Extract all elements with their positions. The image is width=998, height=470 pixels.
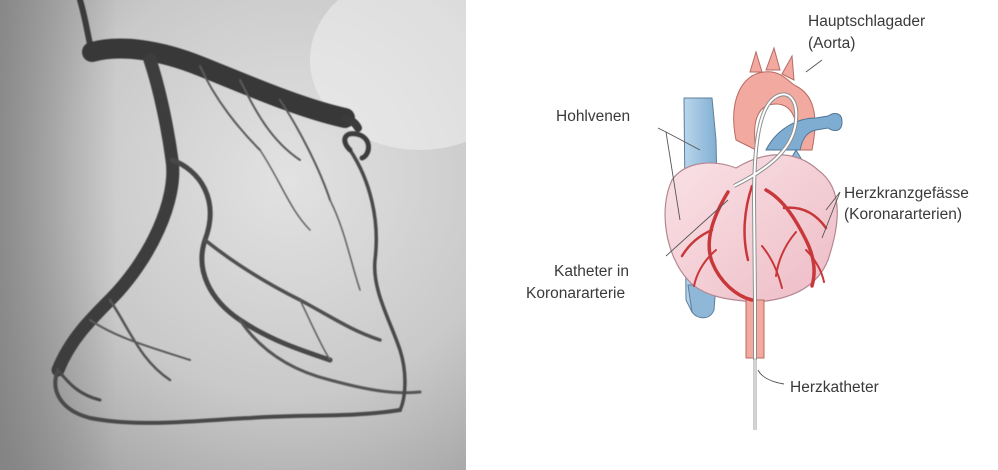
label-heart-catheter: Herzkatheter	[790, 379, 879, 396]
label-aorta-name: Hauptschlagader	[808, 13, 925, 30]
coronary-angiogram-image	[0, 0, 466, 470]
label-aorta-latin: (Aorta)	[808, 35, 855, 52]
label-catheter-in: Katheter in	[554, 263, 629, 280]
heart-catheter-diagram: Hauptschlagader (Aorta) Hohlvenen Herzkr…	[466, 0, 998, 470]
label-coronary-arteries-latin: (Koronararterien)	[844, 206, 962, 223]
label-vena-cava: Hohlvenen	[556, 108, 630, 125]
label-coronary-artery: Koronararterie	[526, 285, 625, 302]
label-coronary-vessels: Herzkranzgefässe	[844, 185, 969, 202]
